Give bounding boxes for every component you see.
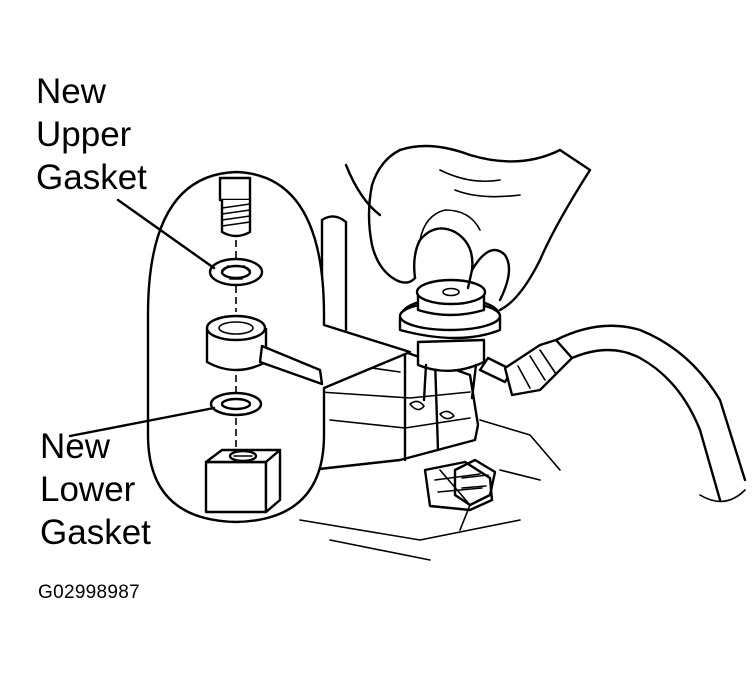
threaded-port [204, 448, 282, 514]
upper-gasket-leader-line [116, 198, 216, 270]
exploded-view-callout [146, 170, 412, 524]
lower-label-line-1: New [40, 427, 111, 466]
upper-gasket [208, 257, 264, 287]
figure-id: G02998987 [38, 582, 141, 603]
lower-gasket-label: New Lower Gasket [40, 425, 151, 554]
lower-gasket-leader-line [68, 406, 216, 438]
upper-gasket-label: New Upper Gasket [36, 70, 147, 199]
bolt [218, 176, 252, 238]
pressure-regulator [398, 278, 502, 402]
upper-label-line-1: New [36, 72, 107, 111]
lower-gasket [209, 391, 263, 417]
lower-label-line-3: Gasket [40, 513, 151, 552]
hand [344, 144, 592, 312]
lower-label-line-2: Lower [40, 470, 136, 509]
upper-label-line-2: Upper [36, 115, 132, 154]
injector-connector [453, 458, 497, 507]
fuel-hose [478, 324, 747, 503]
banjo-fitting [205, 314, 324, 386]
upper-label-line-3: Gasket [36, 158, 147, 197]
